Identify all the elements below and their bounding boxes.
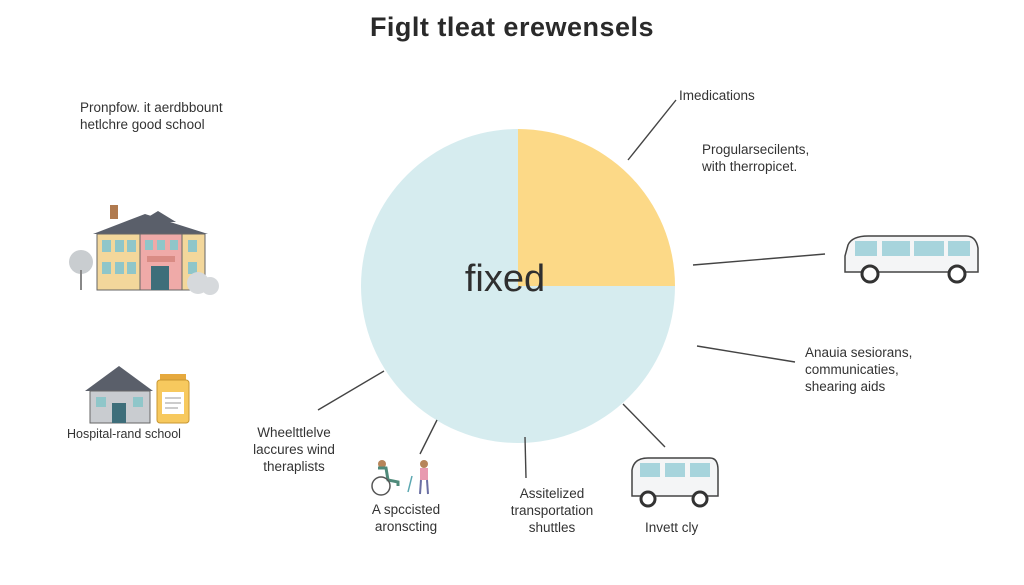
van-icon (844, 235, 979, 284)
label-audio: Anauia sesiorans, communicaties, shearin… (805, 345, 913, 394)
connector-medications (627, 99, 677, 161)
label-programs: Progularsecilents, with therropicet. (702, 142, 810, 174)
house-with-medicine-icon (85, 366, 190, 424)
label-shuttles: Assitelized transportation shuttles (510, 486, 594, 535)
connector-lines (317, 99, 826, 479)
pie-center-label: fixed (464, 258, 546, 300)
pie-slice-2 (361, 129, 675, 443)
shuttle-van-icon (631, 457, 719, 508)
pie-slice-1 (518, 129, 675, 286)
page-title: Figlt tleat erewensels (369, 12, 655, 42)
connector-van (692, 253, 826, 266)
connector-wheelchair (317, 370, 385, 411)
label-medications: Imedications (679, 88, 755, 103)
connector-invett (622, 403, 666, 448)
connector-audio (696, 345, 796, 363)
label-wheelchair: Wheelttlelve laccures wind theraplists (253, 425, 335, 474)
label-invett: Invett cly (645, 520, 699, 535)
label-assisted: A spccisted aronscting (371, 502, 441, 534)
school-building-icon (69, 205, 219, 295)
label-school-note: Pronpfow. it aerdbbount hetlchre good sc… (80, 100, 223, 132)
label-hospital: Hospital-rand school (67, 427, 181, 441)
wheelchair-people-icon (371, 460, 429, 496)
pie-chart (361, 129, 675, 443)
connector-shuttles (524, 436, 527, 479)
connector-assisted (419, 419, 438, 455)
